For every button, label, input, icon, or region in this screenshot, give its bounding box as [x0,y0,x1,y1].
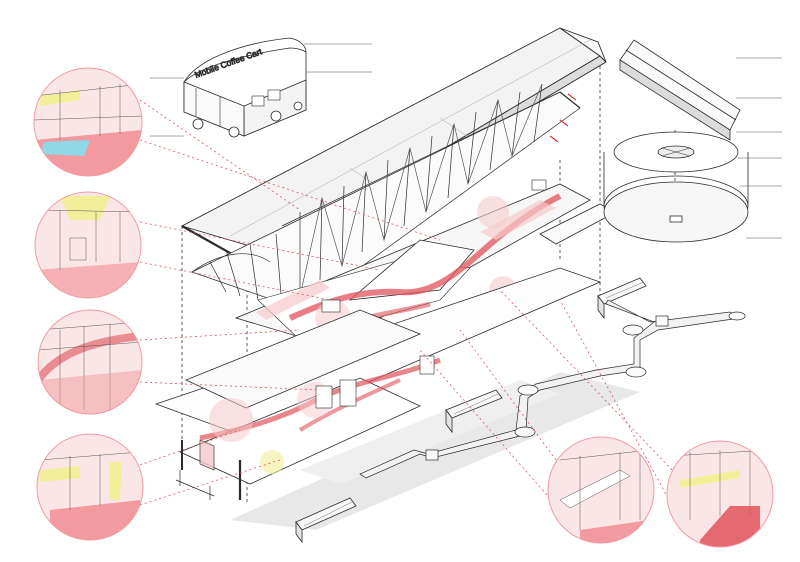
roof-truss [191,83,581,311]
vignette-3 [37,309,143,415]
dimension-marker [175,470,215,500]
side-pods [295,277,647,544]
label-leaders [150,43,782,239]
vignette-callout-lines [139,99,681,521]
walkways [359,299,746,479]
vignette-2 [34,191,142,299]
vignette-6 [666,440,774,548]
vignette-5 [547,436,655,544]
vignette-1 [33,67,143,177]
vignette-4 [36,433,144,541]
mobile-coffee-cart: Mobile Coffee Cart [183,37,307,138]
roof-gable [559,27,607,63]
ground-floor [154,267,602,500]
skylight-detail [603,39,749,243]
